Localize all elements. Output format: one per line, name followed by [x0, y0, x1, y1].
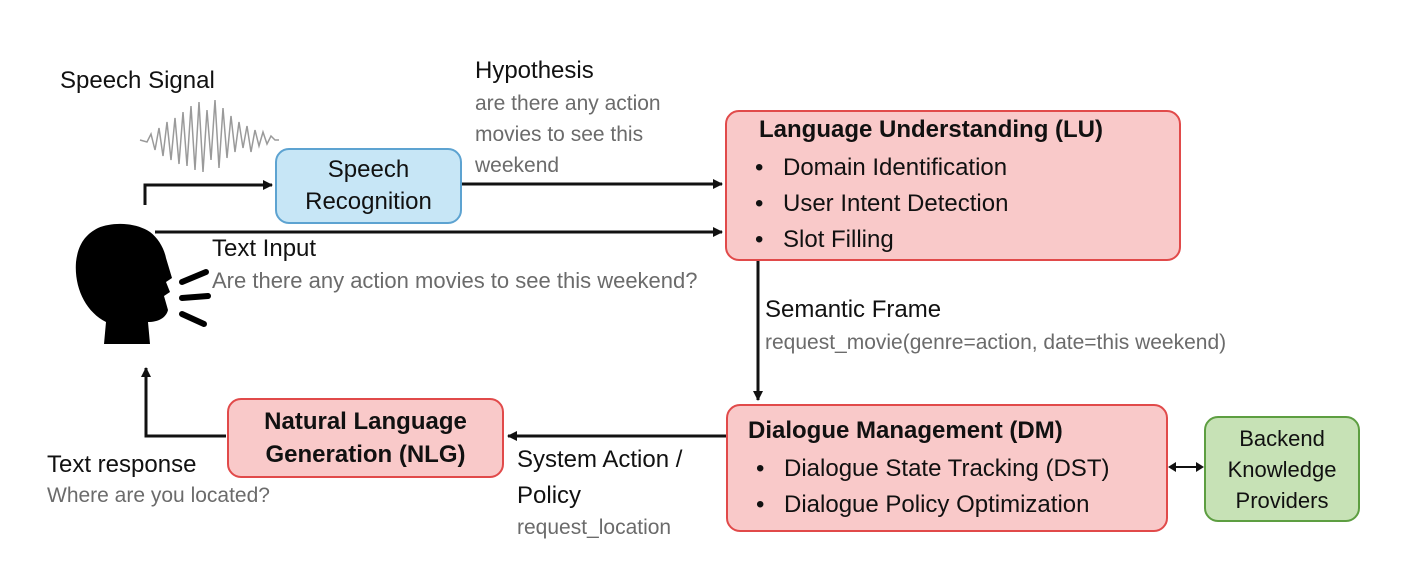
dm-item: • Dialogue Policy Optimization	[756, 487, 1166, 523]
arrow-person-to-asr	[143, 180, 273, 205]
hypothesis-line: movies to see this	[475, 123, 644, 146]
policy-label: Policy	[517, 482, 582, 509]
bullet-icon: •	[755, 190, 764, 217]
lu-item-label: User Intent Detection	[783, 190, 1009, 217]
nlg-line2: Generation (NLG)	[265, 441, 466, 468]
lu-bullet-list: • Domain Identification • User Intent Dete…	[755, 150, 1179, 258]
text-response-value: Where are you located?	[47, 484, 270, 507]
dialogue-management-box: Dialogue Management (DM) • Dialogue State…	[726, 404, 1168, 532]
dm-item: • Dialogue State Tracking (DST)	[756, 451, 1166, 487]
speech-recognition-line2: Recognition	[305, 188, 432, 215]
speech-recognition-line1: Speech	[327, 156, 410, 183]
text-response-label: Text response	[47, 451, 197, 478]
dm-bullet-list: • Dialogue State Tracking (DST) • Dialogue…	[748, 451, 1166, 523]
semantic-frame-value: request_movie(genre=action, date=this we…	[765, 331, 1227, 354]
speech-recognition-box: Speech Recognition	[275, 148, 462, 224]
backend-knowledge-box: Backend Knowledge Providers	[1204, 416, 1360, 522]
nlg-box: Natural Language Generation (NLG)	[227, 398, 504, 478]
nlg-line1: Natural Language	[264, 408, 467, 435]
dm-item-label: Dialogue Policy Optimization	[784, 490, 1090, 518]
hypothesis-label: Hypothesis	[475, 57, 594, 84]
system-action-label: System Action /	[517, 446, 683, 473]
system-action-value: request_location	[517, 516, 672, 539]
language-understanding-box: Language Understanding (LU) • Domain Iden…	[725, 110, 1181, 261]
text-input-label: Text Input	[212, 235, 317, 262]
speech-waveform-icon	[139, 99, 279, 173]
backend-line: Providers	[1235, 487, 1329, 513]
dm-item-label: Dialogue State Tracking (DST)	[784, 454, 1110, 482]
semantic-frame-label: Semantic Frame	[765, 296, 942, 323]
backend-line: Backend	[1239, 425, 1325, 451]
text-input-value: Are there any action movies to see this …	[212, 268, 698, 293]
lu-item-label: Domain Identification	[783, 154, 1008, 181]
lu-item: • Domain Identification	[755, 150, 1179, 186]
hypothesis-line: weekend	[475, 154, 560, 177]
bullet-icon: •	[756, 490, 765, 518]
lu-item: • User Intent Detection	[755, 186, 1179, 222]
bullet-icon: •	[756, 454, 765, 482]
hypothesis-text: are there any action movies to see this …	[475, 88, 661, 181]
hypothesis-line: are there any action	[475, 92, 661, 115]
speaking-person-icon	[75, 223, 211, 344]
lu-item: • Slot Filling	[755, 222, 1179, 258]
backend-line: Knowledge	[1227, 456, 1337, 482]
bullet-icon: •	[755, 154, 764, 181]
arrow-nlg-to-person	[141, 367, 226, 438]
lu-title: Language Understanding (LU)	[759, 116, 1103, 143]
dm-title: Dialogue Management (DM)	[748, 416, 1063, 444]
bullet-icon: •	[755, 226, 764, 253]
speech-signal-label: Speech Signal	[60, 67, 215, 94]
lu-item-label: Slot Filling	[783, 226, 894, 253]
